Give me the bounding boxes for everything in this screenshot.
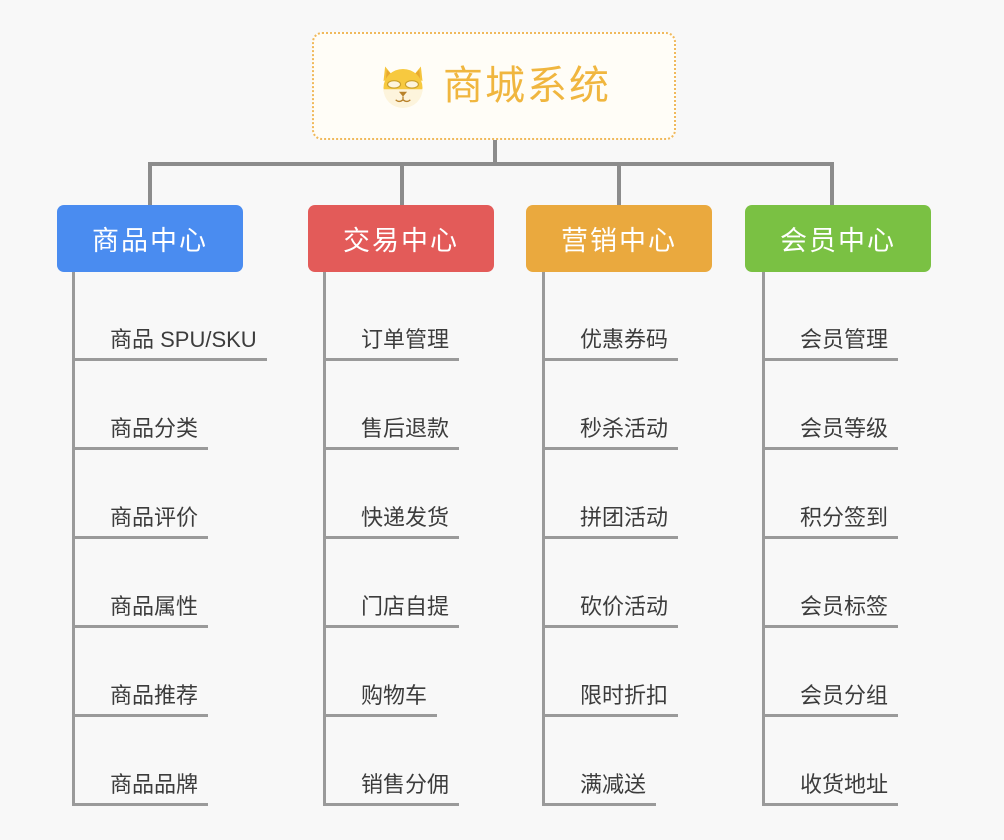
leaf-label: 商品评价 [72, 505, 209, 539]
leaf-item[interactable]: 商品评价 [72, 450, 209, 539]
leaf-label: 满减送 [542, 772, 657, 806]
leaf-label: 商品属性 [72, 594, 209, 628]
leaf-spine-1 [323, 272, 326, 806]
leaf-label: 售后退款 [323, 416, 460, 450]
category-label-0: 商品中心 [92, 226, 208, 256]
leaf-label: 商品品牌 [72, 772, 209, 806]
shiba-dog-face-icon [383, 66, 423, 108]
leaf-item[interactable]: 售后退款 [323, 361, 460, 450]
root-node[interactable]: 商城系统 [312, 32, 676, 140]
leaf-item[interactable]: 收货地址 [762, 717, 899, 806]
leaf-item[interactable]: 商品属性 [72, 539, 209, 628]
category-label-2: 营销中心 [561, 226, 677, 256]
leaf-label: 砍价活动 [542, 594, 679, 628]
leaf-label: 优惠券码 [542, 327, 679, 361]
connector-trunk [493, 140, 497, 164]
leaf-spine-3 [762, 272, 765, 806]
leaf-item[interactable]: 会员等级 [762, 361, 899, 450]
leaf-item[interactable]: 会员管理 [762, 272, 899, 361]
leaf-label: 购物车 [323, 683, 438, 717]
leaf-item[interactable]: 限时折扣 [542, 628, 679, 717]
leaf-label: 积分签到 [762, 505, 899, 539]
leaf-item[interactable]: 拼团活动 [542, 450, 679, 539]
category-label-1: 交易中心 [343, 226, 459, 256]
category-box-1[interactable]: 交易中心 [308, 205, 494, 272]
leaf-item[interactable]: 积分签到 [762, 450, 899, 539]
leaf-label: 订单管理 [323, 327, 460, 361]
leaf-item[interactable]: 满减送 [542, 717, 657, 806]
category-label-3: 会员中心 [780, 226, 896, 256]
leaf-item[interactable]: 会员分组 [762, 628, 899, 717]
leaf-spine-2 [542, 272, 545, 806]
category-box-2[interactable]: 营销中心 [526, 205, 712, 272]
leaf-label: 商品 SPU/SKU [72, 327, 267, 361]
leaf-item[interactable]: 商品 SPU/SKU [72, 272, 267, 361]
leaf-label: 拼团活动 [542, 505, 679, 539]
leaf-label: 收货地址 [762, 772, 899, 806]
leaf-item[interactable]: 商品品牌 [72, 717, 209, 806]
leaf-label: 商品推荐 [72, 683, 209, 717]
leaf-item[interactable]: 销售分佣 [323, 717, 460, 806]
leaf-item[interactable]: 订单管理 [323, 272, 460, 361]
leaf-spine-0 [72, 272, 75, 806]
connector-drop-3 [617, 162, 621, 207]
leaf-label: 门店自提 [323, 594, 460, 628]
leaf-item[interactable]: 秒杀活动 [542, 361, 679, 450]
leaf-label: 商品分类 [72, 416, 209, 450]
connector-bus [148, 162, 834, 166]
category-box-0[interactable]: 商品中心 [57, 205, 243, 272]
category-box-3[interactable]: 会员中心 [745, 205, 931, 272]
leaf-label: 限时折扣 [542, 683, 679, 717]
leaf-label: 快递发货 [323, 505, 460, 539]
leaf-label: 秒杀活动 [542, 416, 679, 450]
leaf-item[interactable]: 商品推荐 [72, 628, 209, 717]
leaf-label: 销售分佣 [323, 772, 460, 806]
leaf-item[interactable]: 砍价活动 [542, 539, 679, 628]
leaf-item[interactable]: 商品分类 [72, 361, 209, 450]
leaf-label: 会员标签 [762, 594, 899, 628]
leaf-item[interactable]: 购物车 [323, 628, 438, 717]
leaf-label: 会员管理 [762, 327, 899, 361]
leaf-item[interactable]: 快递发货 [323, 450, 460, 539]
leaf-item[interactable]: 优惠券码 [542, 272, 679, 361]
connector-drop-4 [830, 162, 834, 207]
connector-drop-1 [148, 162, 152, 207]
leaf-item[interactable]: 门店自提 [323, 539, 460, 628]
leaf-label: 会员分组 [762, 683, 899, 717]
leaf-label: 会员等级 [762, 416, 899, 450]
connector-drop-2 [400, 162, 404, 207]
leaf-item[interactable]: 会员标签 [762, 539, 899, 628]
root-title: 商城系统 [443, 64, 611, 108]
